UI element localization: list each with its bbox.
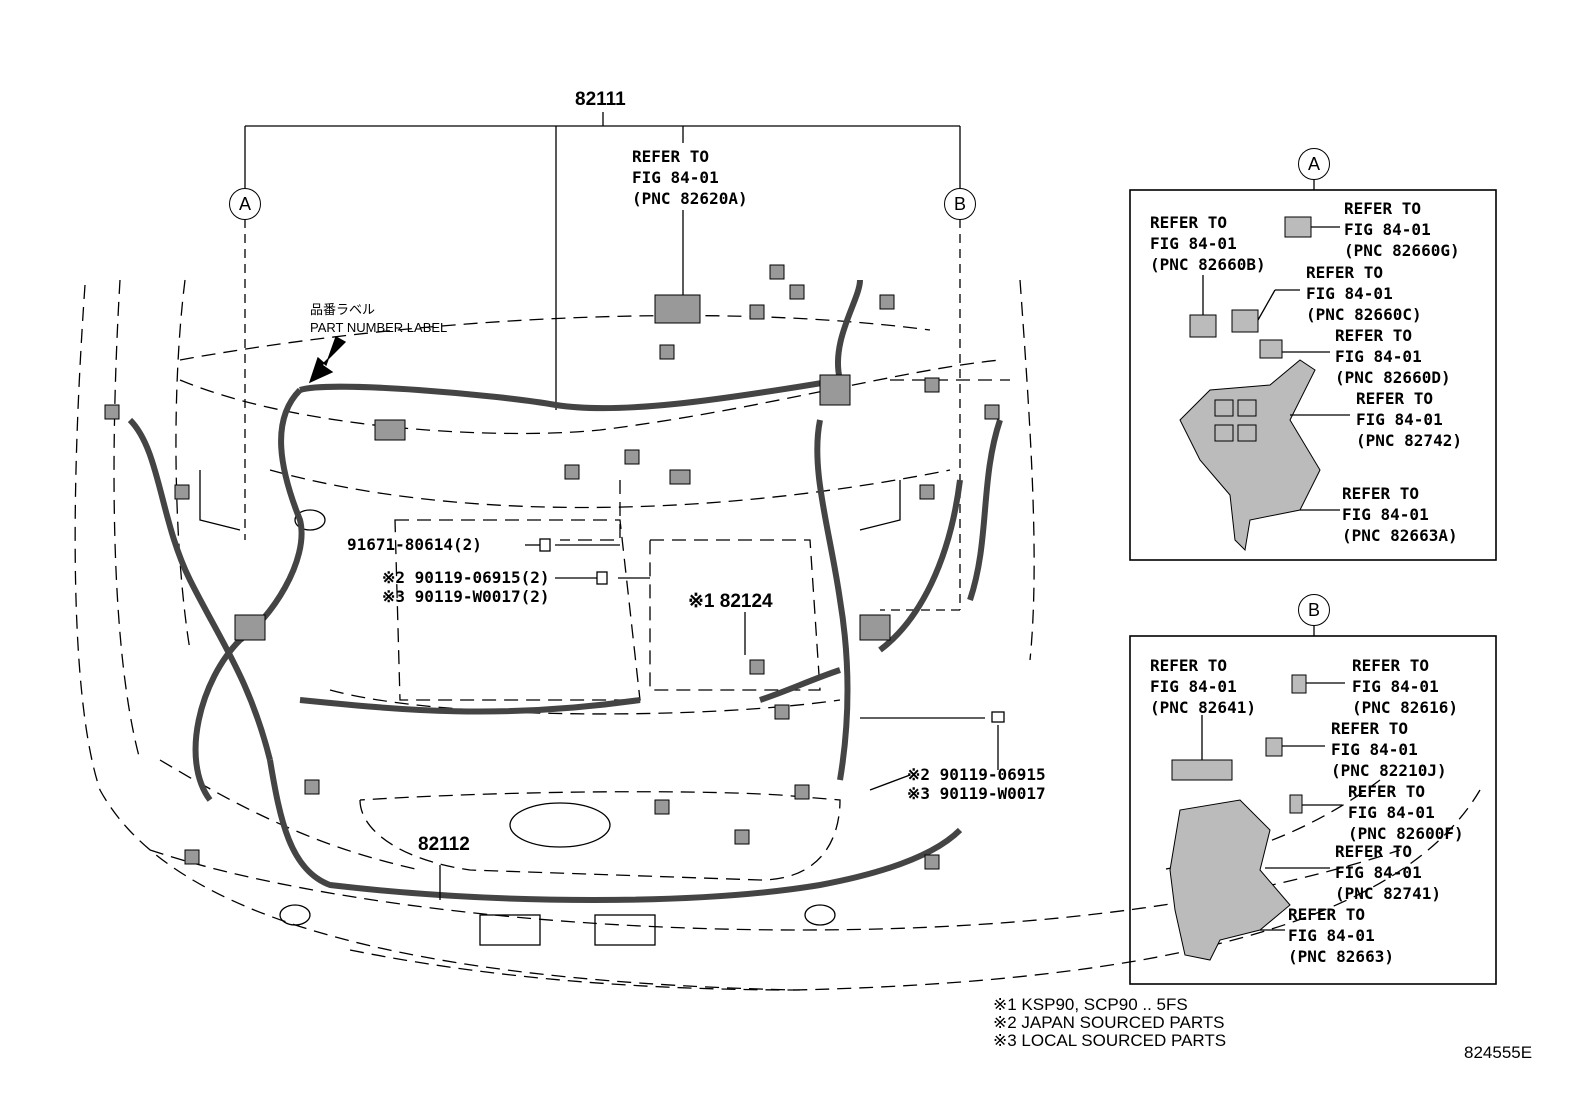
refer-line1: REFER TO xyxy=(1150,656,1228,675)
refer-line2: FIG 84-01 xyxy=(1306,284,1393,303)
refer-line2: FIG 84-01 xyxy=(1288,926,1375,945)
refer-line2: FIG 84-01 xyxy=(632,168,719,187)
box-a-parts xyxy=(1179,216,1321,552)
footnote-1: ※1 KSP90, SCP90 .. 5FS xyxy=(993,995,1188,1014)
bolt-90119-06915: ※2 90119-06915 xyxy=(907,765,1046,784)
refer-line2: FIG 84-01 xyxy=(1150,234,1237,253)
refer-line2: FIG 84-01 xyxy=(1342,505,1429,524)
box-b-ref-82741: REFER TO FIG 84-01 (PNC 82741) xyxy=(1335,841,1441,904)
refer-line1: REFER TO xyxy=(1331,719,1409,738)
refer-line3: (PNC 82600F) xyxy=(1348,824,1464,843)
box-b-ref-82210j: REFER TO FIG 84-01 (PNC 82210J) xyxy=(1331,718,1447,781)
part-number-82124: ※1 82124 xyxy=(688,591,773,612)
refer-line2: FIG 84-01 xyxy=(1356,410,1443,429)
refer-line3: (PNC 82741) xyxy=(1335,884,1441,903)
part-number-82111: 82111 xyxy=(575,89,626,110)
box-a-ref-82660c: REFER TO FIG 84-01 (PNC 82660C) xyxy=(1306,262,1422,325)
box-a-title: A xyxy=(1298,148,1330,180)
detail-box-b xyxy=(1129,635,1497,985)
box-b-ref-82663: REFER TO FIG 84-01 (PNC 82663) xyxy=(1288,904,1394,967)
bolt-90119-06915-2: ※2 90119-06915(2) xyxy=(382,568,550,587)
refer-line3: (PNC 82641) xyxy=(1150,698,1256,717)
leader-a xyxy=(244,219,961,611)
bolt-leaders xyxy=(439,210,999,900)
box-a-ref-82660g: REFER TO FIG 84-01 (PNC 82660G) xyxy=(1344,198,1460,261)
engine-parts xyxy=(199,470,901,946)
refer-82620a: REFER TO FIG 84-01 (PNC 82620A) xyxy=(632,146,748,209)
label-arrow-icon xyxy=(308,336,347,384)
box-a-ref-82660b: REFER TO FIG 84-01 (PNC 82660B) xyxy=(1150,212,1266,275)
bolt-icons xyxy=(539,538,1005,723)
refer-line3: (PNC 82616) xyxy=(1352,698,1458,717)
connectors xyxy=(104,264,1000,870)
refer-line3: (PNC 82660B) xyxy=(1150,255,1266,274)
refer-line3: (PNC 82663) xyxy=(1288,947,1394,966)
bracket-82111 xyxy=(244,112,961,410)
refer-line3: (PNC 82660G) xyxy=(1344,241,1460,260)
refer-line2: FIG 84-01 xyxy=(1352,677,1439,696)
wire-harness xyxy=(127,279,1003,903)
box-b-title: B xyxy=(1298,594,1330,626)
refer-line1: REFER TO xyxy=(1335,326,1413,345)
callout-b: B xyxy=(944,188,976,220)
refer-line1: REFER TO xyxy=(1335,842,1413,861)
footnote-3: ※3 LOCAL SOURCED PARTS xyxy=(993,1031,1227,1050)
refer-line1: REFER TO xyxy=(1342,484,1420,503)
refer-line2: FIG 84-01 xyxy=(1331,740,1418,759)
refer-line1: REFER TO xyxy=(632,147,710,166)
refer-line2: FIG 84-01 xyxy=(1335,347,1422,366)
refer-line3: (PNC 82663A) xyxy=(1342,526,1458,545)
figure-id: 824555E xyxy=(1464,1043,1533,1062)
box-b-ref-82600f: REFER TO FIG 84-01 (PNC 82600F) xyxy=(1348,781,1464,844)
part-number-label-jp: 品番ラベル xyxy=(310,302,376,317)
refer-line3: (PNC 82660C) xyxy=(1306,305,1422,324)
refer-line1: REFER TO xyxy=(1356,389,1434,408)
bolt-90119-w0017-2: ※3 90119-W0017(2) xyxy=(382,587,550,606)
part-number-label-en: PART NUMBER LABEL xyxy=(310,320,448,335)
refer-line2: FIG 84-01 xyxy=(1150,677,1237,696)
refer-line1: REFER TO xyxy=(1306,263,1384,282)
refer-line1: REFER TO xyxy=(1352,656,1430,675)
refer-line3: (PNC 82620A) xyxy=(632,189,748,208)
box-b-parts xyxy=(1169,674,1307,961)
part-number-82112: 82112 xyxy=(418,834,470,855)
refer-line3: (PNC 82660D) xyxy=(1335,368,1451,387)
box-a-ref-82660d: REFER TO FIG 84-01 (PNC 82660D) xyxy=(1335,325,1451,388)
bolt-90119-w0017: ※3 90119-W0017 xyxy=(907,784,1046,803)
box-a-ref-82663a: REFER TO FIG 84-01 (PNC 82663A) xyxy=(1342,483,1458,546)
box-a-leaders xyxy=(1202,226,1350,511)
callout-a: A xyxy=(229,188,261,220)
refer-line2: FIG 84-01 xyxy=(1348,803,1435,822)
bolt-91671: 91671-80614(2) xyxy=(347,535,482,554)
refer-line1: REFER TO xyxy=(1288,905,1366,924)
box-b-ref-82616: REFER TO FIG 84-01 (PNC 82616) xyxy=(1352,655,1458,718)
refer-line3: (PNC 82210J) xyxy=(1331,761,1447,780)
refer-line2: FIG 84-01 xyxy=(1344,220,1431,239)
box-a-ref-82742: REFER TO FIG 84-01 (PNC 82742) xyxy=(1356,388,1462,451)
refer-line2: FIG 84-01 xyxy=(1335,863,1422,882)
refer-line3: (PNC 82742) xyxy=(1356,431,1462,450)
footnote-2: ※2 JAPAN SOURCED PARTS xyxy=(993,1013,1225,1032)
box-b-leaders xyxy=(1201,682,1345,931)
refer-line1: REFER TO xyxy=(1348,782,1426,801)
box-b-ref-82641: REFER TO FIG 84-01 (PNC 82641) xyxy=(1150,655,1256,718)
refer-line1: REFER TO xyxy=(1150,213,1228,232)
refer-line1: REFER TO xyxy=(1344,199,1422,218)
detail-box-a xyxy=(1129,189,1497,561)
